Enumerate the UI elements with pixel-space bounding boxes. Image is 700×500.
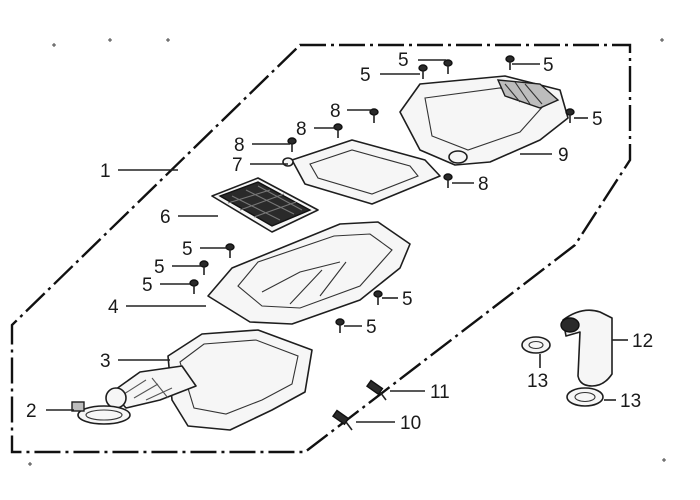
- screw-group: [189, 55, 575, 431]
- callout-5-f: 5: [154, 257, 165, 278]
- callout-13-a: 13: [527, 371, 548, 392]
- leader-lines: [46, 59, 628, 423]
- screw-8-a: [369, 108, 379, 123]
- callout-7: 7: [232, 155, 243, 176]
- filter-element: [211, 177, 319, 233]
- callout-5-i: 5: [366, 317, 377, 338]
- callout-5-g: 5: [142, 275, 153, 296]
- callout-8-a: 8: [330, 101, 341, 122]
- callout-8-d: 8: [478, 174, 489, 195]
- hose-clamp: [71, 401, 131, 425]
- callout-8-c: 8: [234, 135, 245, 156]
- bolt-11: [365, 379, 387, 401]
- screw-5-c: [505, 55, 515, 70]
- assembly-boundary: [10, 43, 632, 454]
- callout-2: 2: [26, 401, 37, 422]
- corner-marks: [28, 38, 666, 466]
- callout-10: 10: [400, 413, 421, 434]
- callout-11: 11: [430, 382, 450, 403]
- cover-gasket: [282, 139, 441, 205]
- screw-5-e: [225, 243, 235, 258]
- callout-5-b: 5: [360, 65, 371, 86]
- tube-clamp-upper: [521, 336, 551, 354]
- callout-5-a: 5: [398, 50, 409, 71]
- screw-8-b: [333, 123, 343, 138]
- screw-5-a: [418, 64, 428, 79]
- air-cleaner-case: [105, 329, 313, 431]
- callout-5-e: 5: [182, 239, 193, 260]
- callout-8-b: 8: [296, 119, 307, 140]
- callout-3: 3: [100, 351, 111, 372]
- screw-5-d: [565, 108, 575, 123]
- filter-holder: [207, 221, 411, 325]
- callout-13-b: 13: [620, 391, 641, 412]
- screw-5-f: [199, 260, 209, 275]
- screw-5-i: [335, 318, 345, 333]
- tube-clamp-lower: [566, 387, 604, 407]
- callout-6: 6: [160, 207, 171, 228]
- callout-1: 1: [100, 161, 111, 182]
- air-cleaner-cover: [399, 75, 569, 166]
- callout-12: 12: [632, 331, 653, 352]
- bolt-10: [331, 409, 353, 431]
- screw-5-g: [189, 279, 199, 294]
- screw-8-d: [443, 173, 453, 188]
- callout-5-d: 5: [592, 109, 603, 130]
- screw-5-h: [373, 290, 383, 305]
- screw-5-b: [443, 59, 453, 74]
- callout-labels: 1 2 3 4 5 5 5 5 5 5 5 5 5 6 7 8 8 8 8 9 …: [26, 50, 653, 434]
- callout-4: 4: [108, 297, 119, 318]
- callout-9: 9: [558, 145, 569, 166]
- drain-tube: [560, 309, 613, 387]
- screw-8-c: [287, 137, 297, 152]
- callout-5-c: 5: [543, 55, 554, 76]
- callout-5-h: 5: [402, 289, 413, 310]
